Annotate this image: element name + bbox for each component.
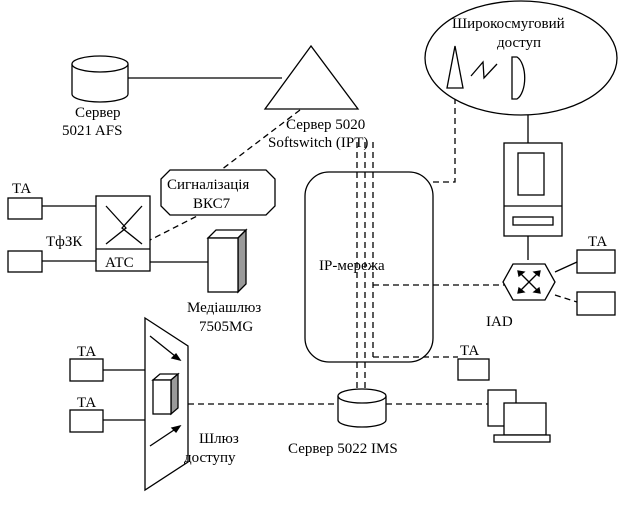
antenna-icon (446, 45, 526, 100)
server-ims-label: Сервер 5022 IMS (288, 441, 398, 457)
broadband-label-2: доступ (497, 35, 541, 51)
broadband-cloud (424, 0, 618, 116)
pstn-label: ТфЗК (46, 234, 83, 250)
softswitch-label-2: Softswitch (IPT) (268, 135, 368, 151)
ta-ip-box (457, 358, 490, 381)
access-gateway-label-2: доступу (184, 450, 236, 466)
ats-switch-icon (95, 195, 151, 272)
softswitch-triangle-icon (263, 44, 360, 110)
access-gateway-label-1: Шлюз (199, 431, 239, 447)
link-softswitch-signaling (220, 109, 301, 171)
ta-gw-top-label: ТА (77, 344, 96, 360)
ta-right-label: ТА (588, 234, 607, 250)
iad-label: IAD (486, 314, 513, 330)
broadband-label-1: Широкосмуговий (452, 16, 565, 32)
labels: Сервер 5021 AFS Сервер 5020 Softswitch (… (12, 16, 607, 466)
media-gateway-label-2: 7505MG (199, 319, 253, 335)
link-broadband-ipnet (432, 88, 456, 183)
ta-right-box (576, 249, 616, 274)
ta-gw-bottom-box (69, 409, 104, 433)
solid-links (42, 77, 578, 421)
ta-ip-label: ТА (460, 343, 479, 359)
ta-gw-bottom-label: ТА (77, 395, 96, 411)
signaling-box (160, 169, 276, 216)
server-afs-label-2: 5021 AFS (62, 123, 122, 139)
signaling-label-2: ВКС7 (193, 196, 231, 212)
terminal-device-icon (503, 142, 563, 237)
server-afs-label-1: Сервер (75, 105, 121, 121)
iad-router-icon (502, 263, 556, 301)
link-signaling-ats (149, 211, 206, 241)
link-iad-ta-2 (554, 294, 578, 303)
ta-gw-top-box (69, 358, 104, 382)
ip-network-label: IP-мережа (319, 258, 385, 274)
iad-extra-box (576, 291, 616, 316)
computer-icon (487, 389, 551, 443)
link-iad-ta (554, 261, 578, 273)
ip-network-cloud (304, 171, 434, 363)
softswitch-label-1: Сервер 5020 (286, 117, 365, 133)
signaling-label-1: Сигналізація (167, 177, 249, 193)
server-afs-icon (71, 55, 129, 103)
ta-left-box (7, 197, 43, 220)
access-gateway-icon (144, 316, 189, 492)
server-ims-icon (337, 388, 387, 428)
ats-label: АТС (105, 255, 134, 271)
media-gateway-label-1: Медіашлюз (187, 300, 261, 316)
dashed-links (149, 88, 578, 405)
media-gateway-icon (206, 228, 248, 294)
pstn-box (7, 250, 43, 273)
ta-left-label: ТА (12, 181, 31, 197)
